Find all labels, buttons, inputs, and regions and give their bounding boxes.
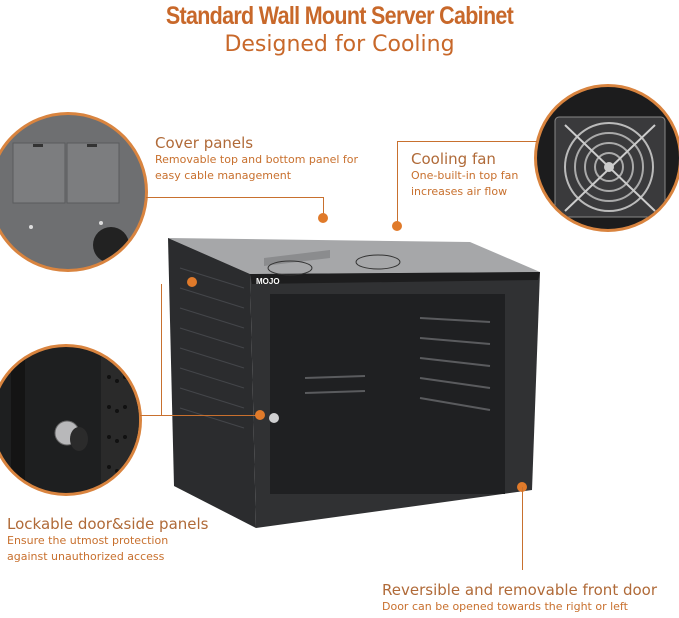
feature-description: easy cable management	[155, 169, 292, 182]
lock-closeup-image	[0, 344, 142, 496]
feature-description: Ensure the utmost protection	[7, 534, 169, 547]
side-panel-callout-dot	[187, 277, 197, 287]
cooling-fan-callout-dot	[392, 221, 402, 231]
cooling-fan-closeup-image	[534, 84, 679, 232]
page-title: Standard Wall Mount Server Cabinet	[165, 2, 514, 30]
cooling-fan-callout-line-v	[397, 141, 398, 225]
feature-title: Cover panels	[155, 134, 254, 152]
front-door-callout-line-v	[522, 487, 523, 570]
cover-panels-callout-line-h	[146, 197, 324, 198]
lock-callout-line-h	[140, 415, 260, 416]
feature-cooling-fan: Cooling fan One-built-in top fan increas…	[411, 150, 518, 200]
server-cabinet-image: MOJO	[160, 228, 540, 528]
feature-description: One-built-in top fan	[411, 169, 519, 182]
key-lock-icon	[11, 347, 139, 493]
feature-cover-panels: Cover panels Removable top and bottom pa…	[155, 134, 358, 184]
brand-logo: MOJO	[256, 277, 280, 286]
lock-callout-line-v	[161, 284, 162, 415]
feature-title: Reversible and removable front door	[382, 581, 658, 599]
lock-callout-dot	[255, 410, 265, 420]
cover-panels-callout-dot	[318, 213, 328, 223]
feature-front-door: Reversible and removable front door Door…	[382, 581, 657, 615]
page-subtitle: Designed for Cooling	[224, 32, 455, 57]
feature-description: against unauthorized access	[7, 550, 165, 563]
feature-description: Removable top and bottom panel for	[155, 153, 359, 166]
cooling-fan-callout-line-h	[397, 141, 537, 142]
cover-panels-closeup-image	[0, 112, 148, 272]
feature-description: increases air flow	[411, 185, 508, 198]
cover-panels-icon	[12, 142, 129, 263]
cover-panels-callout-line-v	[323, 197, 324, 217]
cabinet-illustration: MOJO	[168, 238, 540, 528]
cooling-fan-icon	[554, 116, 666, 218]
feature-description: Door can be opened towards the right or …	[382, 600, 628, 613]
feature-lockable-door: Lockable door&side panels Ensure the utm…	[7, 515, 209, 565]
feature-title: Lockable door&side panels	[7, 515, 209, 533]
feature-title: Cooling fan	[411, 150, 496, 168]
